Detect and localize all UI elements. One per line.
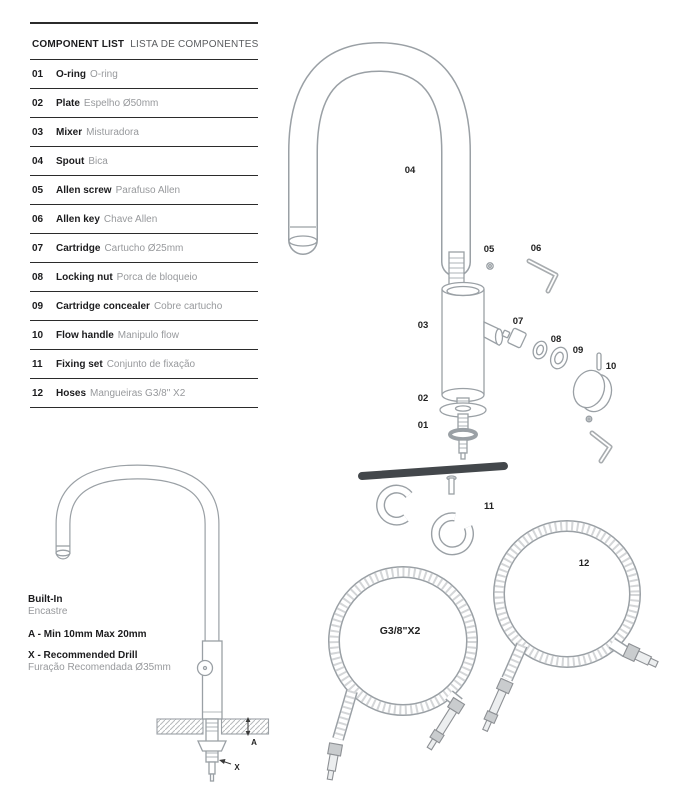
component-name-en: Allen key [56, 213, 100, 225]
component-name-pt: Chave Allen [103, 213, 158, 225]
component-row: 02 Plate Espelho Ø50mm [30, 89, 258, 118]
part-label-03: 03 [418, 320, 429, 331]
component-name-pt: Cartucho Ø25mm [104, 242, 184, 254]
component-row: 11 Fixing set Conjunto de fixação [30, 350, 258, 379]
part-label-01: 01 [418, 420, 429, 431]
hose-fitting [622, 642, 659, 668]
component-name-pt: Conjunto de fixação [106, 358, 196, 370]
allen-key-drawing [526, 258, 559, 294]
dimension-markers: A X [219, 717, 257, 772]
component-row: 04 Spout Bica [30, 147, 258, 176]
component-name-pt: Cobre cartucho [153, 300, 223, 312]
component-row: 10 Flow handle Manipulo flow [30, 321, 258, 350]
part-label-02: 02 [418, 393, 429, 404]
exploded-diagram: 04 05 06 03 07 08 09 10 02 01 11 12 G3/8… [288, 41, 659, 781]
component-row: 05 Allen screw Parafuso Allen [30, 176, 258, 205]
hoses-drawing [326, 520, 659, 781]
component-number: 05 [32, 184, 44, 196]
component-row: 08 Locking nut Porca de bloqueio [30, 263, 258, 292]
note-x-text-pt: Furação Recomendada Ø35mm [28, 661, 171, 673]
cartridge-assembly-drawing [501, 327, 613, 464]
component-number: 06 [32, 213, 44, 225]
built-in-title-en: Built-In [28, 594, 63, 605]
part-label-11: 11 [484, 501, 495, 512]
component-list-title-en: COMPONENT LIST [32, 39, 125, 50]
component-row: 07 Cartridge Cartucho Ø25mm [30, 234, 258, 263]
hose-fitting [326, 742, 344, 781]
component-row: 01 O-ring O-ring [30, 60, 258, 89]
component-name-pt: Misturadora [86, 126, 139, 138]
component-row: 09 Cartridge concealer Cobre cartucho [30, 292, 258, 321]
component-list: COMPONENT LIST LISTA DE COMPONENTES 01 O… [30, 22, 258, 408]
component-name-pt: Porca de bloqueio [116, 271, 198, 283]
spout-connector-drawing [448, 251, 465, 287]
part-label-12: 12 [579, 558, 590, 569]
part-labels: 04 05 06 03 07 08 09 10 02 01 11 12 G3/8… [380, 165, 617, 637]
component-name-en: O-ring [56, 68, 86, 80]
note-a-text: A - Min 10mm Max 20mm [28, 629, 147, 640]
hose-fitting [482, 677, 514, 733]
countertop-cross-section [156, 718, 270, 782]
plate-oring-drawing [439, 397, 487, 460]
component-name-en: Plate [56, 97, 80, 109]
component-name-en: Cartridge concealer [56, 300, 150, 312]
component-name-en: Allen screw [56, 184, 112, 196]
component-row: 03 Mixer Misturadora [30, 118, 258, 147]
component-name-pt: Mangueiras G3/8" X2 [90, 387, 186, 399]
component-name-en: Fixing set [56, 358, 103, 370]
component-number: 10 [32, 329, 44, 341]
part-label-07: 07 [513, 316, 524, 327]
dimension-note-a: A - Min 10mm Max 20mm [28, 629, 147, 641]
component-number: 03 [32, 126, 44, 138]
hose-fitting [426, 696, 466, 751]
component-name-pt: Parafuso Allen [115, 184, 181, 196]
component-name-en: Mixer [56, 126, 83, 138]
component-name-pt: Manipulo flow [117, 329, 179, 341]
fixing-set-drawing [358, 462, 508, 556]
spout-drawing [288, 41, 471, 277]
component-name-pt: O-ring [90, 68, 118, 80]
component-name-en: Cartridge [56, 242, 101, 254]
component-row: 06 Allen key Chave Allen [30, 205, 258, 234]
dim-label-x: X [234, 763, 240, 772]
component-name-en: Hoses [56, 387, 87, 399]
note-x-text-en: X - Recommended Drill [28, 650, 138, 661]
hose-spec-label: G3/8"X2 [380, 625, 421, 637]
part-label-10: 10 [606, 361, 617, 372]
component-number: 12 [32, 387, 44, 399]
component-list-header: COMPONENT LIST LISTA DE COMPONENTES [30, 24, 258, 60]
component-number: 01 [32, 68, 44, 80]
component-name-en: Locking nut [56, 271, 113, 283]
component-number: 02 [32, 97, 44, 109]
component-name-pt: Bica [88, 155, 108, 167]
component-list-title-pt: LISTA DE COMPONENTES [130, 39, 259, 50]
component-number: 11 [32, 358, 43, 370]
part-label-04: 04 [405, 165, 416, 176]
part-label-05: 05 [484, 244, 495, 255]
allen-screw-drawing [486, 262, 494, 270]
part-label-09: 09 [573, 345, 584, 356]
component-number: 07 [32, 242, 44, 254]
component-name-pt: Espelho Ø50mm [83, 97, 159, 109]
component-name-en: Spout [56, 155, 85, 167]
built-in-title-block: Built-In Encastre [28, 594, 67, 618]
component-number: 09 [32, 300, 44, 312]
dimension-note-x: X - Recommended Drill Furação Recomendad… [28, 650, 171, 674]
built-in-diagram: A X [55, 464, 270, 782]
part-label-08: 08 [551, 334, 562, 345]
part-label-06: 06 [531, 243, 542, 254]
component-number: 04 [32, 155, 44, 167]
built-in-title-pt: Encastre [28, 605, 68, 617]
component-name-en: Flow handle [56, 329, 114, 341]
mixer-body-drawing [441, 281, 504, 403]
component-row: 12 Hoses Mangueiras G3/8" X2 [30, 379, 258, 408]
dim-label-a: A [251, 738, 257, 747]
component-number: 08 [32, 271, 44, 283]
